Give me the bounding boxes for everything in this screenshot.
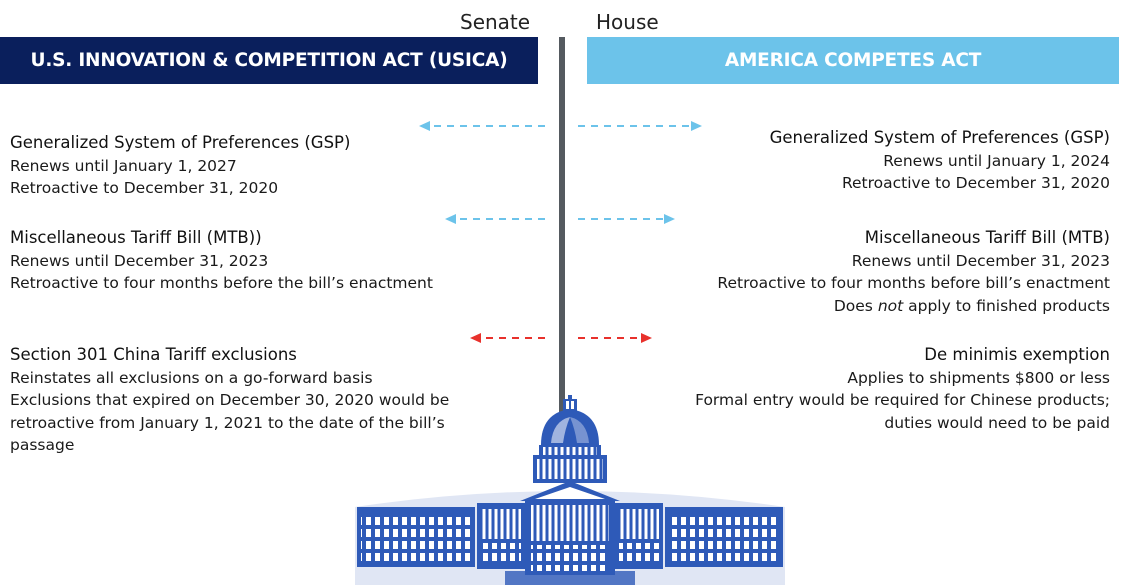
senate-act-title: U.S. INNOVATION & COMPETITION ACT (USICA… [30,50,508,71]
senate-gsp-block: Generalized System of Preferences (GSP) … [10,132,350,200]
house-gsp-line: Renews until January 1, 2024 [883,151,1110,170]
senate-act-banner: U.S. INNOVATION & COMPETITION ACT (USICA… [0,37,538,84]
divider-pole [559,37,565,417]
house-act-banner: AMERICA COMPETES ACT [587,37,1119,84]
house-mtb-block: Miscellaneous Tariff Bill (MTB) Renews u… [717,227,1110,317]
house-deminimis-title: De minimis exemption [924,345,1110,364]
senate-mtb-title: Miscellaneous Tariff Bill (MTB)) [10,228,262,247]
house-deminimis-block: De minimis exemption Applies to shipment… [695,344,1110,434]
house-gsp-block: Generalized System of Preferences (GSP) … [770,127,1110,195]
senate-301-title: Section 301 China Tariff exclusions [10,345,297,364]
house-gsp-line: Retroactive to December 31, 2020 [841,174,1110,192]
house-mtb-not-post: apply to finished products [903,296,1110,315]
house-gsp-title: Generalized System of Preferences (GSP) [769,128,1110,147]
gsp-arrowhead-left [419,121,430,131]
house-label: House [596,10,659,34]
senate-gsp-line: Renews until January 1, 2027 [10,156,237,175]
gsp-arrowhead-right [691,121,702,131]
house-deminimis-line: Formal entry would be required for Chine… [695,391,1110,409]
senate-301-line: Exclusions that expired on December 30, … [10,391,450,454]
senate-301-line: Reinstates all exclusions on a go-forwar… [10,368,373,387]
house-mtb-line-not: Does not apply to finished products [717,295,1110,318]
senate-mtb-line: Renews until December 31, 2023 [10,251,269,270]
senate-gsp-line: Retroactive to December 31, 2020 [10,179,279,197]
tariff-arrowhead-right [641,333,652,343]
house-act-title: AMERICA COMPETES ACT [724,50,982,71]
senate-label: Senate [460,10,531,34]
house-mtb-not-em: not [877,296,904,315]
capitol-building-icon [355,395,785,585]
house-mtb-title: Miscellaneous Tariff Bill (MTB) [864,228,1110,247]
house-mtb-line: Renews until December 31, 2023 [851,251,1110,270]
house-mtb-not-pre: Does [833,296,878,315]
mtb-arrowhead-left [445,214,456,224]
senate-mtb-line: Retroactive to four months before the bi… [10,274,433,292]
senate-mtb-block: Miscellaneous Tariff Bill (MTB)) Renews … [10,227,433,295]
mtb-arrowhead-right [664,214,675,224]
senate-gsp-title: Generalized System of Preferences (GSP) [10,133,351,152]
tariff-arrowhead-left [470,333,481,343]
house-mtb-line: Retroactive to four months before bill’s… [717,274,1110,292]
senate-301-block: Section 301 China Tariff exclusions Rein… [10,344,460,457]
house-deminimis-line: Applies to shipments $800 or less [847,368,1110,387]
house-deminimis-line: duties would need to be paid [884,413,1110,432]
